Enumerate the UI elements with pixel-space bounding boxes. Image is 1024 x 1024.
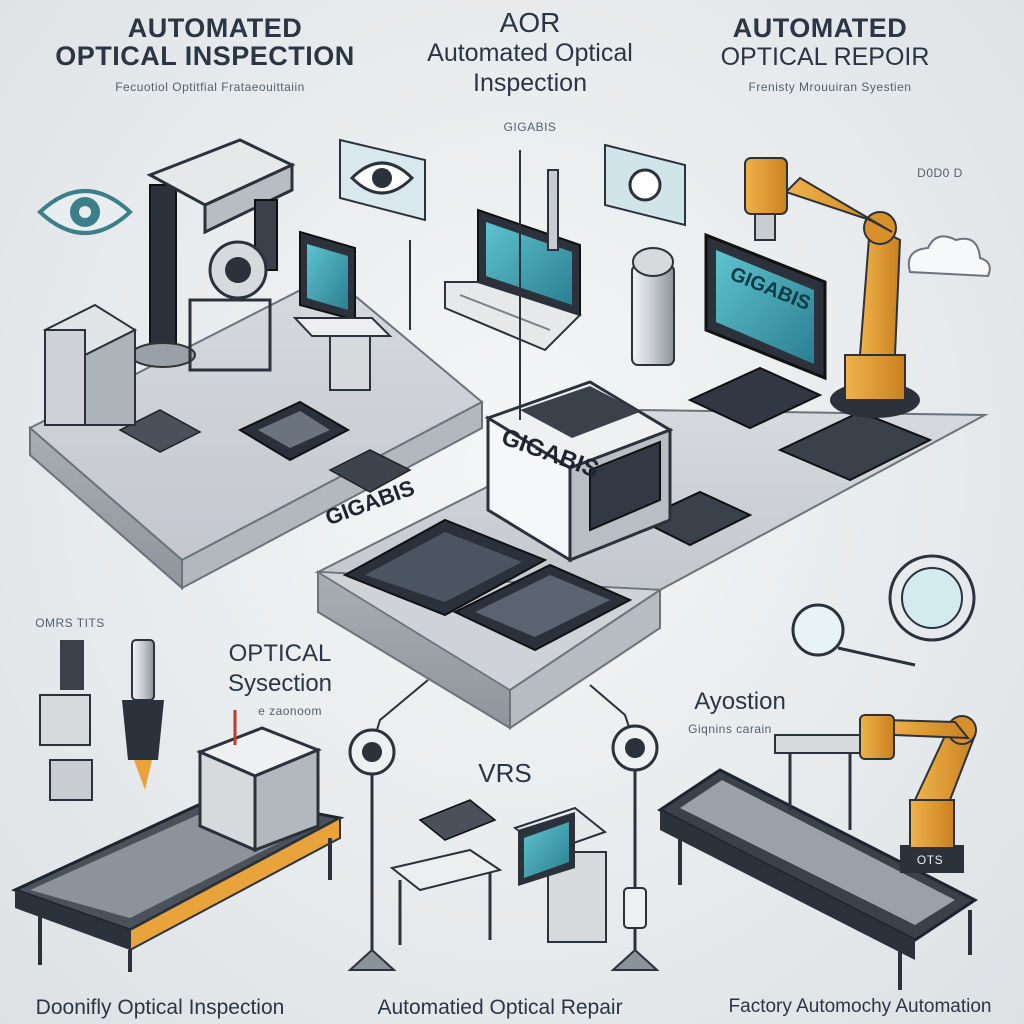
caption-left: Doonifly Optical Inspection [35,996,285,1019]
left-cabinet [42,303,138,426]
optical-label-line2: Sysection [227,670,333,697]
vrs-label: VRS [478,758,532,788]
center-line2: Inspection [473,69,587,97]
left-title-line1: AUTOMATED [127,13,303,43]
center-line1: Automated Optical [427,39,633,67]
orange-robot-arm-top [744,157,920,418]
gigabis-machine [484,380,674,563]
center-title: AOR [499,7,561,38]
left-logo-small: OMRS TITS [35,616,105,630]
lens-probe [122,639,164,790]
eye-panel-icon [339,138,426,222]
conveyor-right [657,734,978,990]
vrs-workstation [389,799,608,945]
ayostion-label: Ayostion [694,688,786,715]
right-monitor [704,232,827,381]
lens-icon [791,554,976,667]
ayostion-small: Giqnins carain [688,722,772,736]
cloud-icon [907,235,991,278]
left-subtitle: Fecuotiol Optitfial Frataeouittaiin [115,80,305,94]
caption-right: Factory Automochy Automation [728,996,992,1017]
connector-lines [373,150,631,741]
vrs-camera-left [347,728,397,971]
gantry-inspection-machine [130,138,296,372]
right-subtitle: Frenisty Mrouuiran Syestien [748,80,912,94]
optical-label-line1: OPTICAL [228,640,332,667]
right-tag-small: D0D0 D [917,166,963,180]
eye-icon [37,189,133,235]
vrs-camera-right [610,724,660,971]
caption-center: Automatied Optical Repair [377,996,623,1019]
optical-small: e zaonoom [258,704,322,718]
camera-panel-icon [604,143,686,227]
center-small: GIGABIS [503,120,557,134]
conveyor-machine [196,710,323,853]
left-monitor-station [292,230,393,391]
robot-tag: OTS [916,853,944,867]
center-laptop [444,208,582,352]
side-tools-left [39,640,93,801]
left-title-line2: OPTICAL INSPECTION [55,41,355,71]
center-tool-tower [547,169,675,366]
orange-robot-arm-bottom [859,714,977,873]
right-title-line2: OPTICAL REPOIR [720,43,930,71]
right-title-line1: AUTOMATED [732,13,908,43]
